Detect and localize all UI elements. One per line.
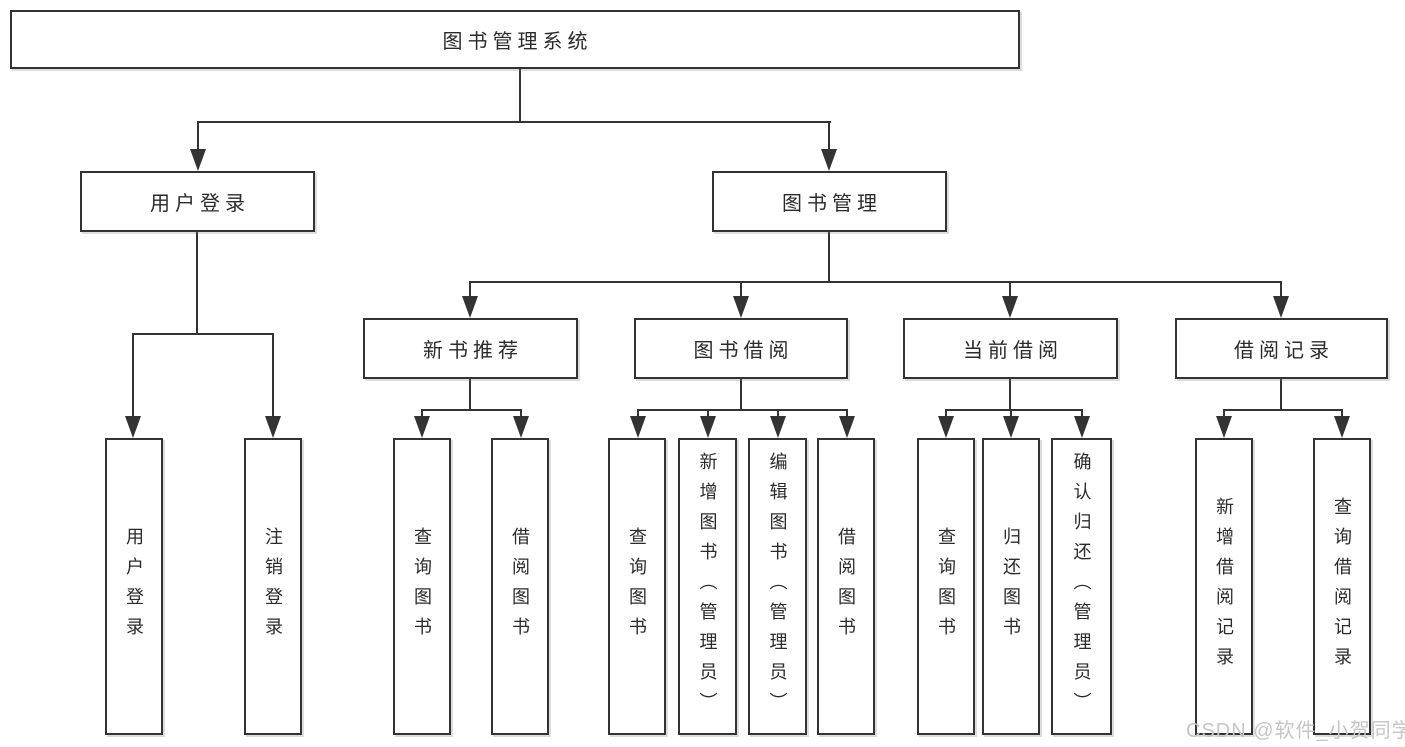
connector-line: [846, 409, 848, 419]
connector-line: [132, 333, 134, 420]
connector-line: [1223, 409, 1225, 419]
node-label: 新增借阅记录: [1214, 496, 1234, 677]
connector-line: [1280, 379, 1282, 411]
arrow-down-icon: [821, 149, 837, 171]
node-label: 确认归还（管理员）: [1071, 451, 1092, 722]
connector-line: [1009, 379, 1011, 411]
node-user-login-leaf: 用户登录: [105, 438, 163, 735]
connector-line: [520, 409, 522, 419]
connector-line: [421, 409, 423, 419]
arrow-down-icon: [462, 296, 478, 318]
connector-line: [469, 281, 1282, 283]
arrow-down-icon: [1002, 296, 1018, 318]
node-label: 借阅图书: [510, 526, 530, 647]
node-query-books-current: 查询图书: [917, 438, 975, 735]
arrow-down-icon: [1003, 416, 1019, 438]
connector-line: [197, 121, 831, 123]
node-query-books-newbook: 查询图书: [393, 438, 451, 735]
connector-line: [519, 69, 521, 123]
connector-line: [197, 121, 199, 152]
connector-line: [740, 281, 742, 300]
connector-line: [132, 333, 274, 335]
node-return-books: 归还图书: [982, 438, 1040, 735]
connector-line: [469, 379, 471, 411]
arrow-down-icon: [770, 416, 786, 438]
connector-line: [828, 232, 830, 283]
connector-line: [1081, 409, 1083, 419]
arrow-down-icon: [125, 416, 141, 438]
node-borrowing-records: 借阅记录: [1175, 318, 1388, 379]
node-add-book-admin: 新增图书（管理员）: [678, 438, 737, 735]
node-add-borrow-record: 新增借阅记录: [1195, 438, 1253, 735]
arrow-down-icon: [938, 416, 954, 438]
node-label: 注销登录: [263, 526, 283, 647]
arrow-down-icon: [1074, 416, 1090, 438]
connector-line: [740, 379, 742, 411]
arrow-down-icon: [1334, 416, 1350, 438]
node-logout: 注销登录: [244, 438, 302, 735]
connector-line: [707, 409, 709, 419]
node-library-system: 图书管理系统: [10, 10, 1020, 69]
node-label: 图书管理: [782, 193, 882, 215]
arrow-down-icon: [1216, 416, 1232, 438]
arrow-down-icon: [190, 149, 206, 171]
arrow-down-icon: [700, 416, 716, 438]
node-edit-book-admin: 编辑图书（管理员）: [748, 438, 807, 735]
node-current-borrowing: 当前借阅: [903, 318, 1118, 379]
node-label: 查询借阅记录: [1332, 496, 1352, 677]
arrow-down-icon: [839, 416, 855, 438]
connector-line: [1280, 281, 1282, 300]
node-user-login: 用户登录: [80, 171, 315, 232]
connector-line: [1010, 409, 1012, 419]
connector-line: [469, 281, 471, 300]
node-query-books-borrow: 查询图书: [608, 438, 666, 735]
connector-line: [1341, 409, 1343, 419]
node-label: 查询图书: [412, 526, 432, 647]
node-label: 归还图书: [1001, 526, 1021, 647]
node-confirm-return-admin: 确认归还（管理员）: [1051, 438, 1112, 735]
node-borrow-books-newbook: 借阅图书: [491, 438, 549, 735]
node-query-borrow-record: 查询借阅记录: [1313, 438, 1371, 735]
node-book-borrowing: 图书借阅: [634, 318, 848, 379]
arrow-down-icon: [513, 416, 529, 438]
arrow-down-icon: [1273, 296, 1289, 318]
connector-line: [828, 121, 830, 152]
node-label: 查询图书: [627, 526, 647, 647]
node-label: 借阅记录: [1234, 340, 1334, 362]
node-label: 新书推荐: [423, 340, 523, 362]
arrow-down-icon: [733, 296, 749, 318]
connector-line: [272, 333, 274, 420]
node-label: 借阅图书: [836, 526, 856, 647]
connector-line: [637, 409, 848, 411]
node-label: 当前借阅: [963, 340, 1063, 362]
connector-line: [945, 409, 947, 419]
node-label: 新增图书（管理员）: [697, 451, 718, 722]
connector-line: [421, 409, 522, 411]
node-label: 图书管理系统: [442, 31, 593, 53]
node-book-management: 图书管理: [712, 171, 947, 232]
node-label: 用户登录: [150, 193, 250, 215]
node-label: 编辑图书（管理员）: [767, 451, 788, 722]
arrow-down-icon: [630, 416, 646, 438]
connector-line: [1223, 409, 1343, 411]
arrow-down-icon: [414, 416, 430, 438]
node-borrow-books-borrow: 借阅图书: [817, 438, 875, 735]
connector-line: [777, 409, 779, 419]
node-new-book-recommendation: 新书推荐: [363, 318, 578, 379]
connector-line: [637, 409, 639, 419]
node-label: 用户登录: [124, 526, 144, 647]
connector-line: [196, 232, 198, 335]
arrow-down-icon: [265, 416, 281, 438]
node-label: 查询图书: [936, 526, 956, 647]
watermark-text: CSDN @软件_小贺同学: [1186, 720, 1405, 742]
node-label: 图书借阅: [693, 340, 794, 362]
connector-line: [945, 409, 1083, 411]
connector-line: [1009, 281, 1011, 300]
